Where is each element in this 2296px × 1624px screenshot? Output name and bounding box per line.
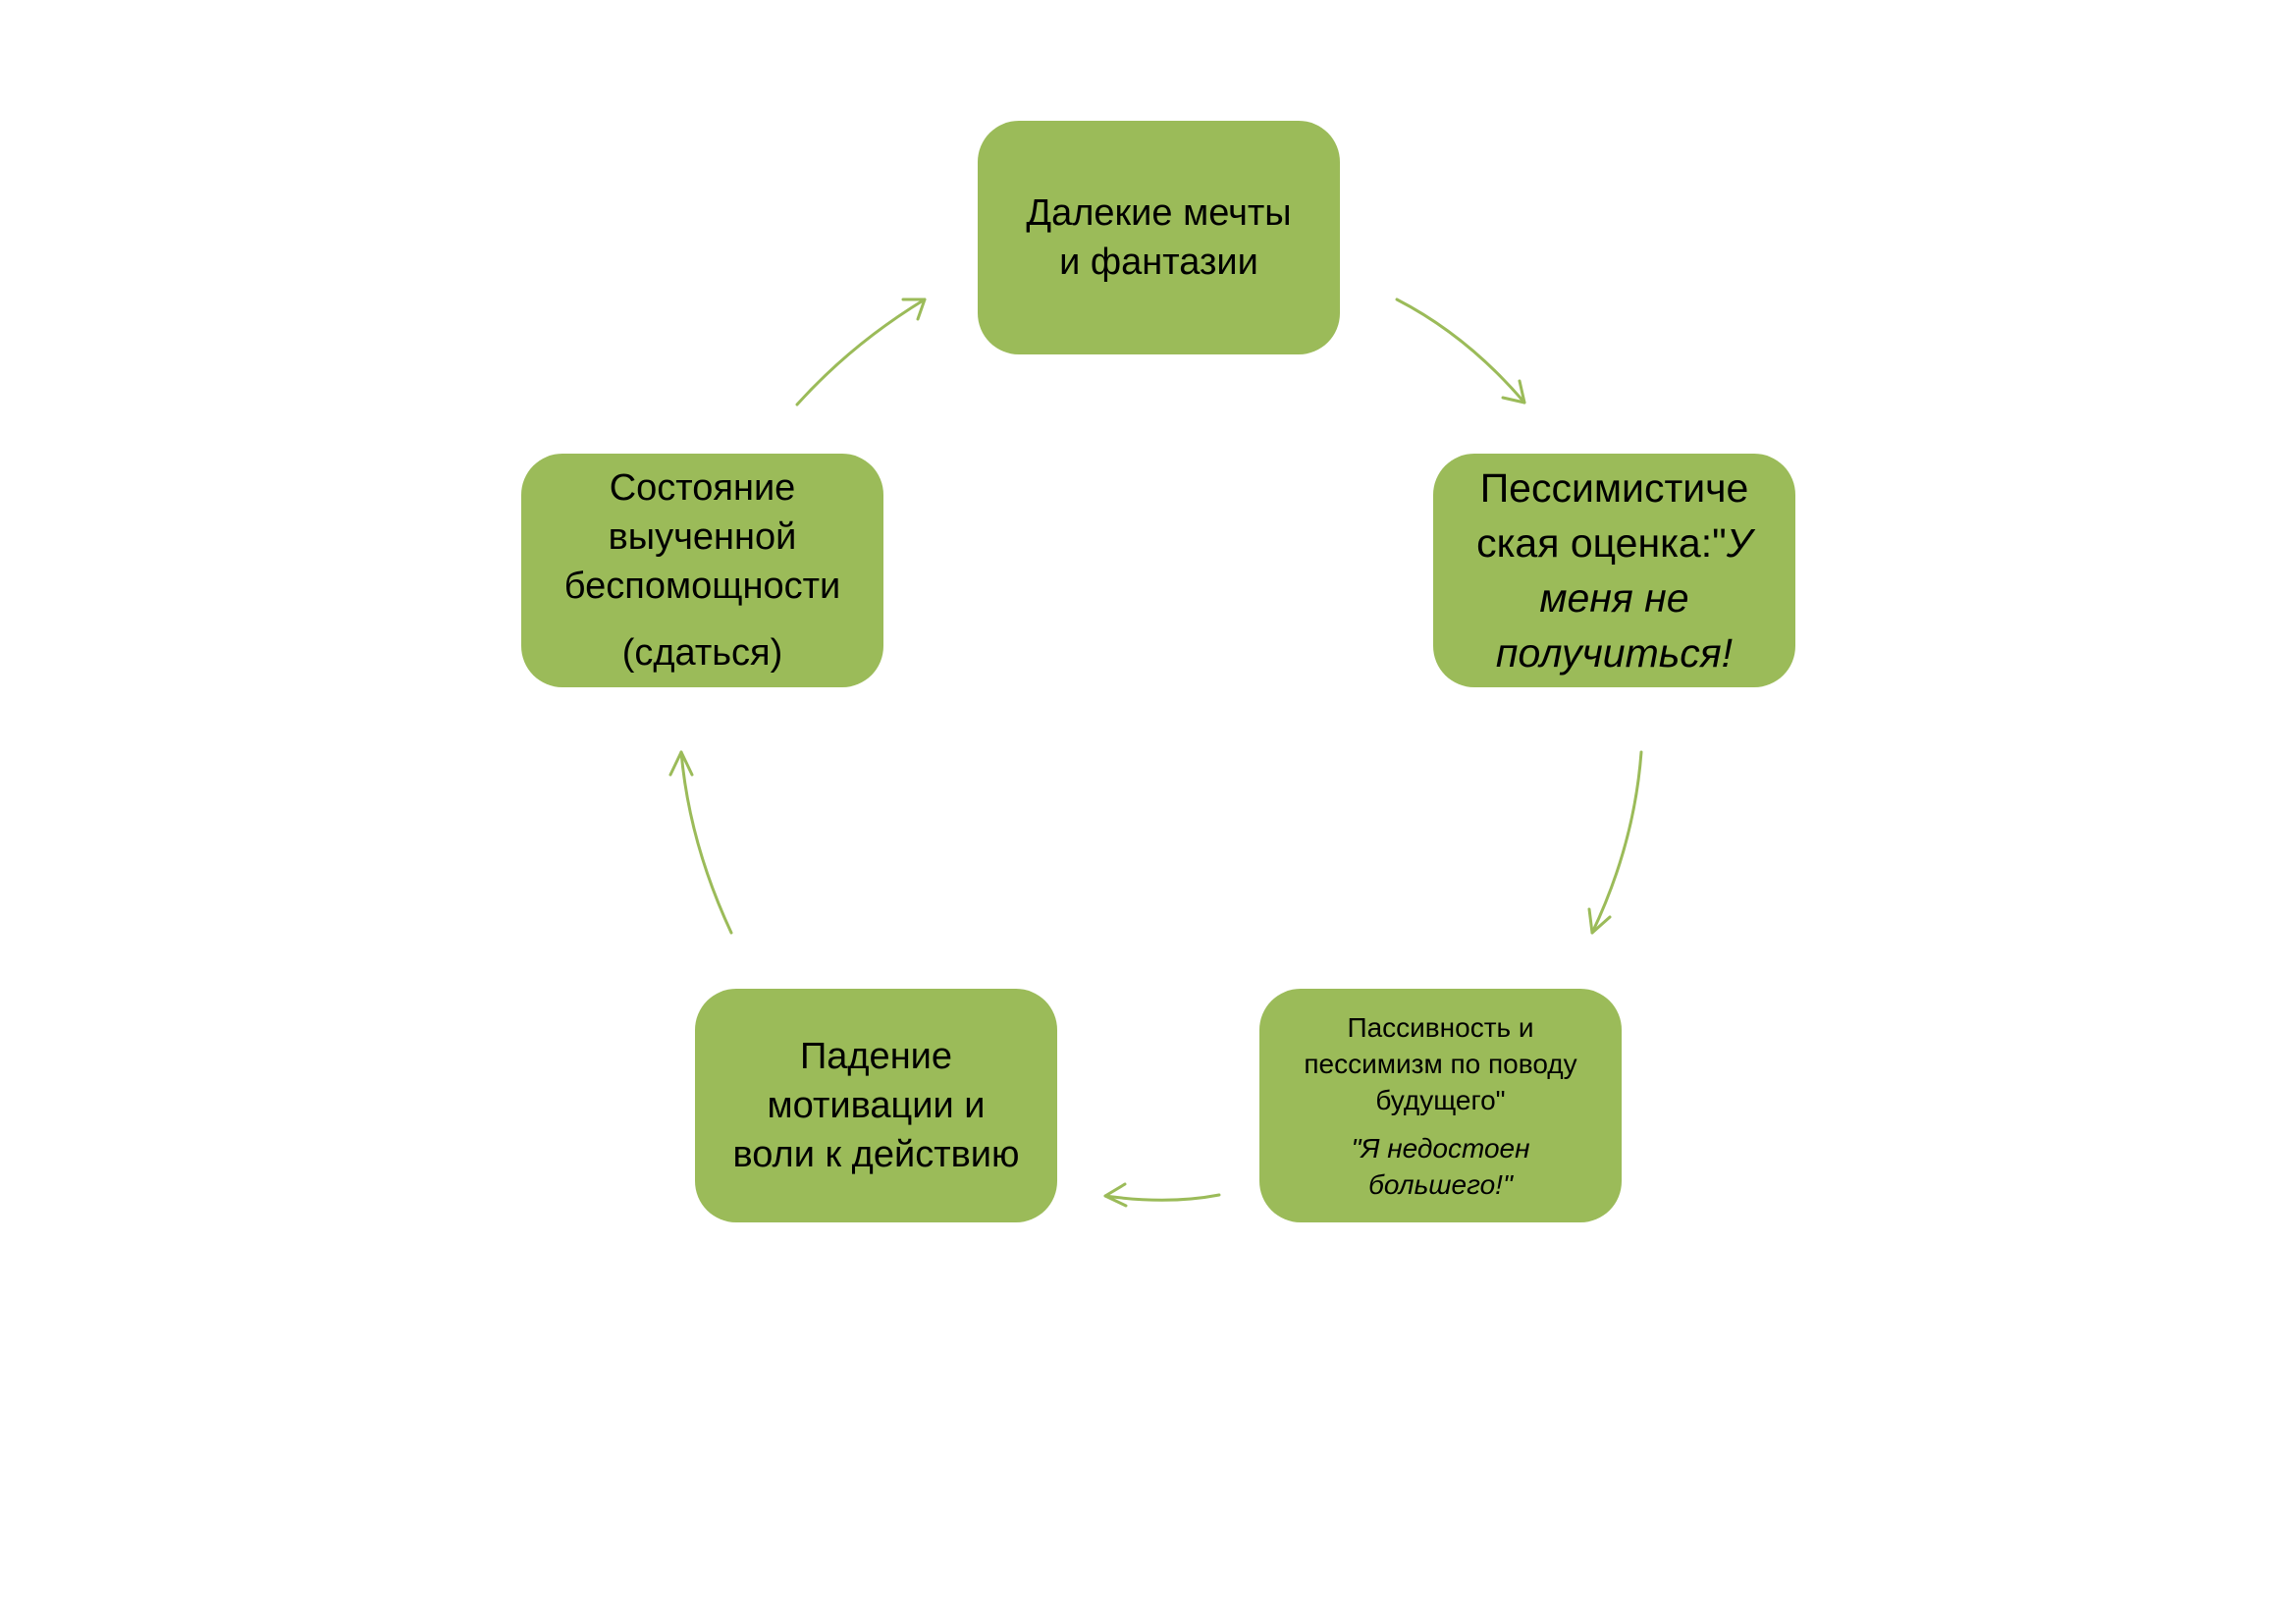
node-pessimistic-assessment: Пессимистиче ская оценка:"У меня не полу… — [1433, 454, 1795, 687]
node-motivation-fall: Падение мотивации и воли к действию — [695, 989, 1057, 1222]
node-learned-helplessness-text: Состояние выученной беспомощности — [563, 467, 841, 607]
arrowhead-fall-to-helpless — [668, 750, 694, 777]
node-learned-helplessness: Состояние выученной беспомощности (сдать… — [521, 454, 883, 687]
arrow-passive-to-fall — [1103, 1193, 1221, 1202]
node-distant-dreams-text: Далекие мечты и фантазии — [1026, 192, 1292, 283]
pessimistic-quote: У меня не получиться! — [1495, 520, 1752, 676]
arrowhead-pessimistic-to-passive — [1587, 907, 1612, 935]
arrow-dreams-to-pessimistic — [1395, 298, 1526, 405]
arrow-pessimistic-to-passive — [1590, 750, 1643, 935]
arrowhead-passive-to-fall — [1103, 1182, 1128, 1208]
arrowhead-helpless-to-dreams — [901, 298, 927, 321]
node-passivity: Пассивность и пессимизм по поводу будуще… — [1259, 989, 1622, 1222]
node-passivity-text: Пассивность и пессимизм по поводу будуще… — [1304, 1011, 1577, 1115]
arrow-fall-to-helpless — [679, 750, 733, 935]
node-motivation-fall-text: Падение мотивации и воли к действию — [732, 1036, 1020, 1175]
node-passivity-quote: "Я недостоен большего!" — [1351, 1132, 1530, 1200]
arrowhead-dreams-to-pessimistic — [1501, 379, 1526, 405]
node-pessimistic-assessment-text: Пессимистиче ская оценка:"У меня не полу… — [1476, 460, 1752, 680]
node-distant-dreams: Далекие мечты и фантазии — [978, 121, 1340, 354]
arrow-helpless-to-dreams — [795, 298, 927, 406]
pessimistic-label: Пессимистиче ская оценка:" — [1476, 465, 1749, 566]
node-learned-helplessness-sub: (сдаться) — [621, 632, 783, 674]
